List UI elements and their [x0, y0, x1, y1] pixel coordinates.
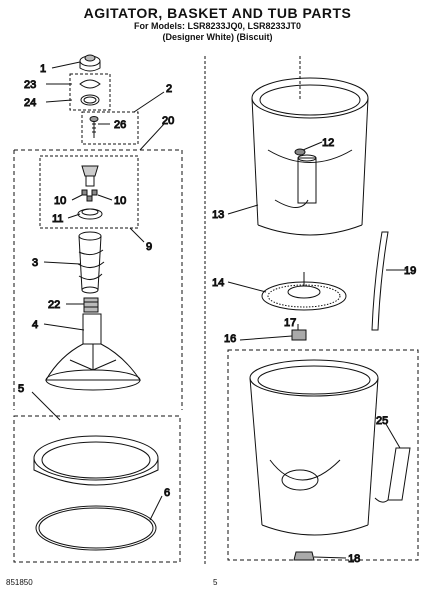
- seal-group-box: [69, 73, 111, 111]
- outer-tub: [249, 359, 379, 536]
- callout-20: 20: [162, 115, 174, 127]
- callout-6: 6: [164, 487, 170, 499]
- callout-1: 1: [40, 63, 46, 75]
- callout-5: 5: [18, 383, 24, 395]
- cap-seal: [79, 79, 101, 106]
- drive-bell: [83, 297, 99, 313]
- tub-drain-fitting: [374, 497, 389, 503]
- agitator-cap: [79, 54, 101, 72]
- callout-14: 14: [212, 277, 224, 289]
- callout-13: 13: [212, 209, 224, 221]
- callout-24: 24: [24, 97, 36, 109]
- leader-lines: [31, 61, 408, 559]
- color-variants: (Designer White) (Biscuit): [162, 32, 273, 42]
- callout-11: 11: [52, 213, 63, 225]
- tub-ring-box: [13, 415, 181, 563]
- callout-3: 3: [32, 257, 38, 269]
- bolt-group-box: [81, 111, 139, 145]
- document-id: 851850: [6, 578, 33, 587]
- callout-25: 25: [376, 415, 388, 427]
- agitator-base: [45, 313, 141, 391]
- spanner-nut: [291, 329, 307, 341]
- agitator-assembly-box: [13, 149, 183, 410]
- callout-18: 18: [348, 553, 360, 565]
- callout-10b: 10: [114, 195, 126, 207]
- callout-4: 4: [32, 319, 38, 331]
- drain-hose: [371, 231, 389, 331]
- basket-nut: [294, 148, 306, 156]
- tub-nut: [293, 551, 315, 561]
- callout-23: 23: [24, 79, 36, 91]
- tub-ring: [33, 435, 159, 486]
- callout-16: 16: [224, 333, 236, 345]
- callout-9: 9: [146, 241, 152, 253]
- callout-19: 19: [404, 265, 416, 277]
- callout-10a: 10: [54, 195, 66, 207]
- hub-gear: [261, 272, 347, 311]
- wash-basket: [251, 77, 369, 236]
- callout-2: 2: [166, 83, 172, 95]
- callout-22: 22: [48, 299, 60, 311]
- title-block: AGITATOR, BASKET AND TUB PARTS For Model…: [0, 6, 435, 43]
- callout-26: 26: [114, 119, 126, 131]
- callout-12: 12: [322, 137, 334, 149]
- agitator-dogs: [77, 165, 103, 220]
- agitator-auger: [77, 231, 105, 294]
- tub-drain-hose: [387, 447, 411, 501]
- page-number: 5: [213, 578, 218, 587]
- agitator-bolt: [89, 116, 99, 138]
- model-numbers: For Models: LSR8233JQ0, LSR8233JT0: [133, 21, 302, 31]
- callout-17: 17: [284, 317, 296, 329]
- page-title: AGITATOR, BASKET AND TUB PARTS: [83, 5, 352, 21]
- outer-tub-box: [227, 349, 419, 561]
- tub-ring-gasket: [35, 505, 157, 551]
